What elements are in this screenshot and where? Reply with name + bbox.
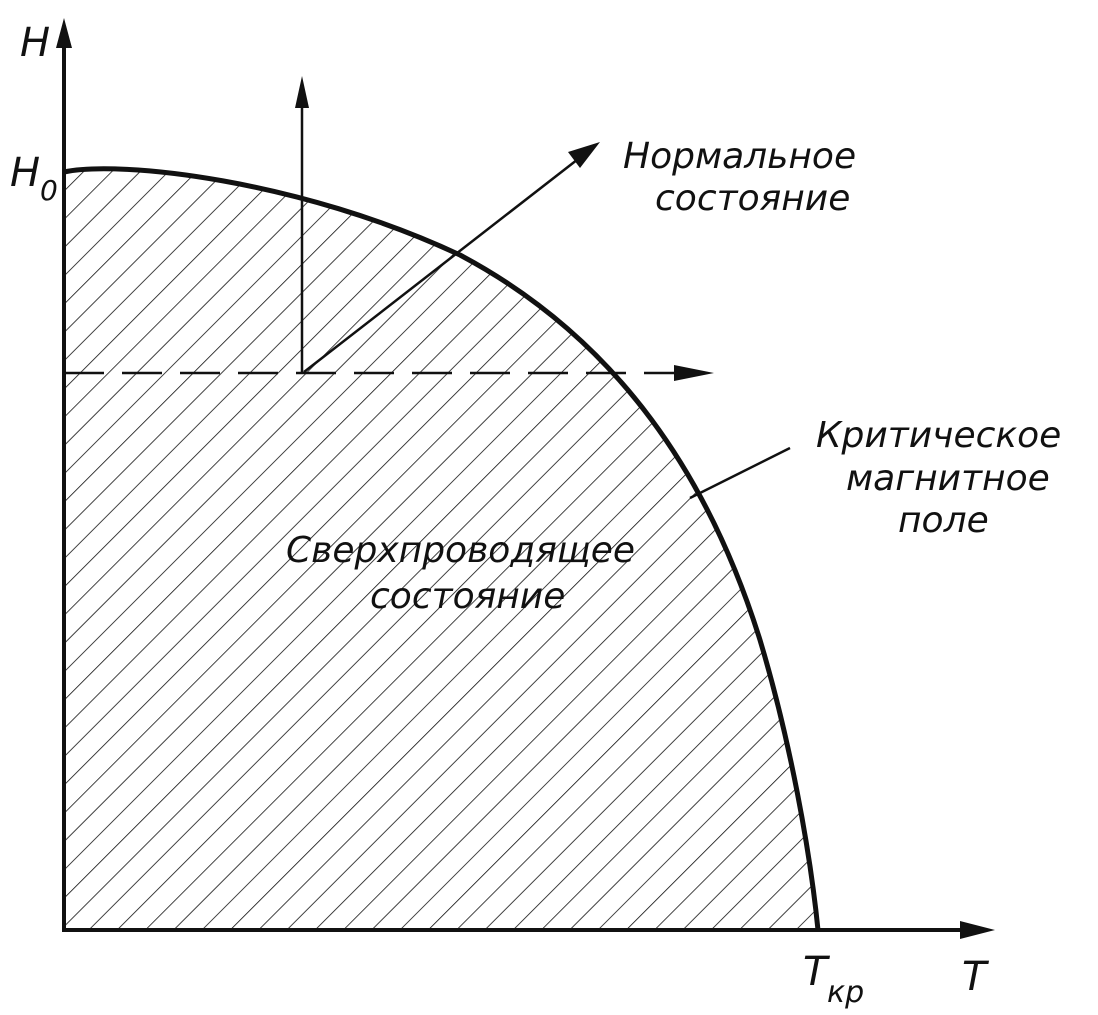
h0-subscript: 0 [40, 174, 58, 207]
diagonal-path [303, 155, 583, 373]
normal-state-label-line1: Нормальное [623, 136, 856, 177]
critical-field-label-line3: поле [898, 500, 989, 541]
superconducting-region [64, 168, 818, 931]
critical-field-curve [63, 166, 821, 931]
horizontal-path-arrowhead [674, 365, 714, 381]
tcr-label: T [803, 949, 831, 995]
critical-field-label-line1: Критическое [816, 415, 1061, 456]
y-axis-label: H [20, 20, 50, 66]
x-axis-arrowhead [960, 921, 995, 939]
h0-label: H [10, 150, 40, 196]
normal-state-label-line2: состояние [655, 178, 850, 219]
x-axis-label: T [962, 954, 990, 1000]
superconducting-label-line1: Сверхпроводящее [286, 530, 635, 571]
tcr-subscript: кр [827, 975, 864, 1010]
critical-field-label-line2: магнитное [846, 458, 1050, 499]
y-axis-arrowhead [56, 18, 72, 48]
superconducting-label-line2: состояние [370, 576, 565, 617]
vertical-path-arrowhead [295, 76, 309, 108]
critical-field-pointer [689, 446, 791, 500]
diagonal-path-arrowhead [568, 142, 600, 168]
